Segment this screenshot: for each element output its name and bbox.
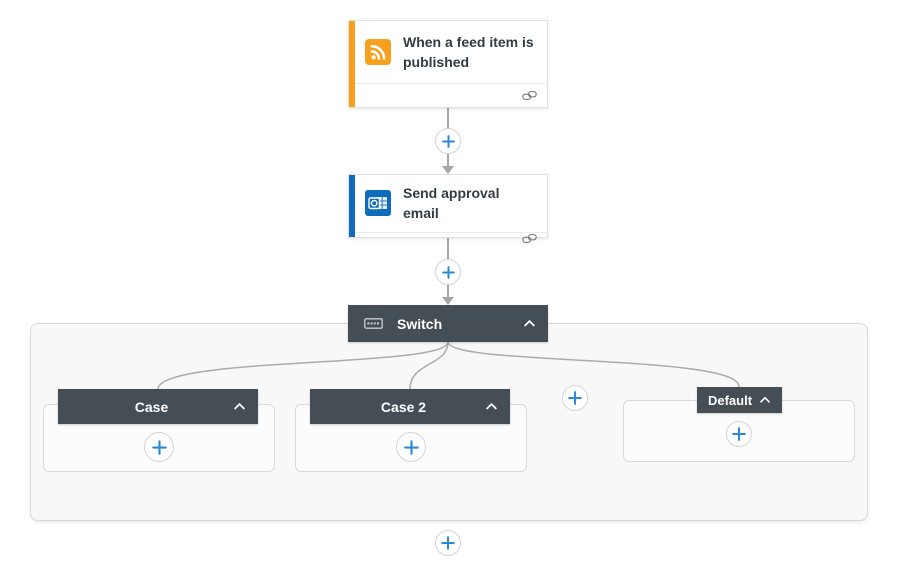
default-header[interactable]: Default [697, 387, 782, 413]
chevron-up-icon[interactable] [759, 396, 771, 404]
new-step-button[interactable] [435, 530, 461, 556]
plus-icon [732, 427, 746, 441]
trigger-title: When a feed item is published [403, 33, 534, 70]
action-title: Send approval email [403, 185, 500, 222]
connector-arrow-icon [442, 297, 454, 305]
add-action-default-button[interactable] [726, 421, 752, 447]
action-card-footer [349, 231, 547, 244]
trigger-card[interactable]: When a feed item is published [348, 20, 548, 108]
outlook-icon [365, 190, 391, 217]
case-label: Case [134, 398, 169, 415]
action-card-body: Send approval email [349, 175, 547, 232]
plus-icon [441, 536, 455, 550]
add-action-case-button[interactable] [144, 432, 174, 462]
insert-step-button-2[interactable] [435, 259, 461, 285]
plus-icon [441, 134, 455, 148]
add-action-case2-button[interactable] [396, 432, 426, 462]
connector-arrow-icon [442, 166, 454, 174]
action-accent-bar [349, 175, 355, 237]
chevron-up-icon[interactable] [523, 319, 536, 328]
case2-label: Case 2 [380, 398, 427, 415]
switch-header[interactable]: Switch [348, 305, 548, 342]
action-card[interactable]: Send approval email [348, 174, 548, 243]
switch-keypad-icon [364, 318, 383, 329]
trigger-card-footer [349, 83, 547, 107]
switch-label: Switch [397, 315, 443, 332]
case-header[interactable]: Case [58, 389, 258, 424]
insert-step-button-1[interactable] [435, 128, 461, 154]
link-icon [522, 91, 537, 100]
rss-icon [365, 39, 391, 65]
add-case-button[interactable] [562, 385, 588, 411]
trigger-accent-bar [349, 21, 355, 107]
plus-icon [568, 391, 582, 405]
case2-header[interactable]: Case 2 [310, 389, 510, 424]
default-label: Default [707, 392, 753, 408]
plus-icon [151, 439, 167, 455]
link-icon [522, 233, 537, 243]
chevron-up-icon[interactable] [485, 402, 498, 411]
plus-icon [441, 265, 455, 279]
chevron-up-icon[interactable] [233, 402, 246, 411]
plus-icon [403, 439, 419, 455]
trigger-card-body: When a feed item is published [349, 21, 547, 83]
